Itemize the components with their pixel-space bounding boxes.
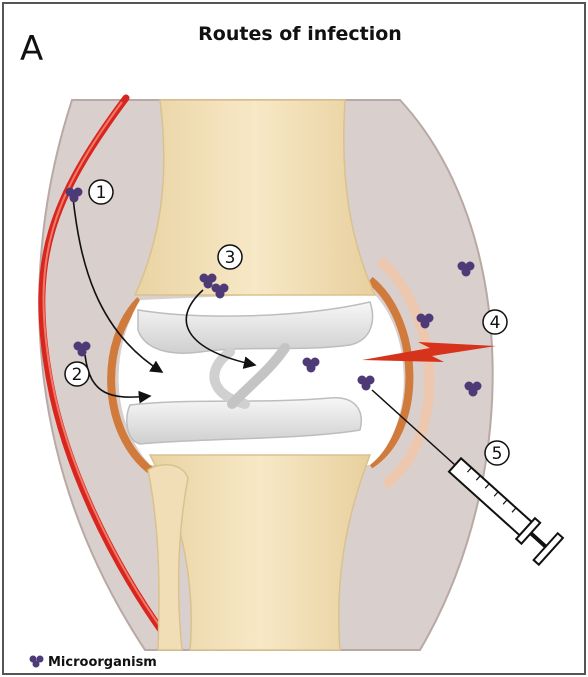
route-label-3: 3: [218, 245, 242, 269]
route-label-4: 4: [483, 310, 507, 334]
route-label-1-text: 1: [96, 183, 107, 203]
route-label-1: 1: [89, 180, 113, 204]
route-label-2: 2: [65, 362, 89, 386]
femur: [135, 100, 375, 295]
figure-title: Routes of infection: [198, 23, 402, 45]
route-label-3-text: 3: [225, 248, 236, 268]
legend: Microorganism: [30, 655, 157, 670]
panel-letter: A: [20, 29, 43, 69]
legend-label: Microorganism: [48, 655, 157, 670]
route-label-5: 5: [485, 441, 509, 465]
route-label-4-text: 4: [490, 313, 501, 333]
route-label-2-text: 2: [72, 365, 83, 385]
route-label-5-text: 5: [492, 444, 503, 464]
